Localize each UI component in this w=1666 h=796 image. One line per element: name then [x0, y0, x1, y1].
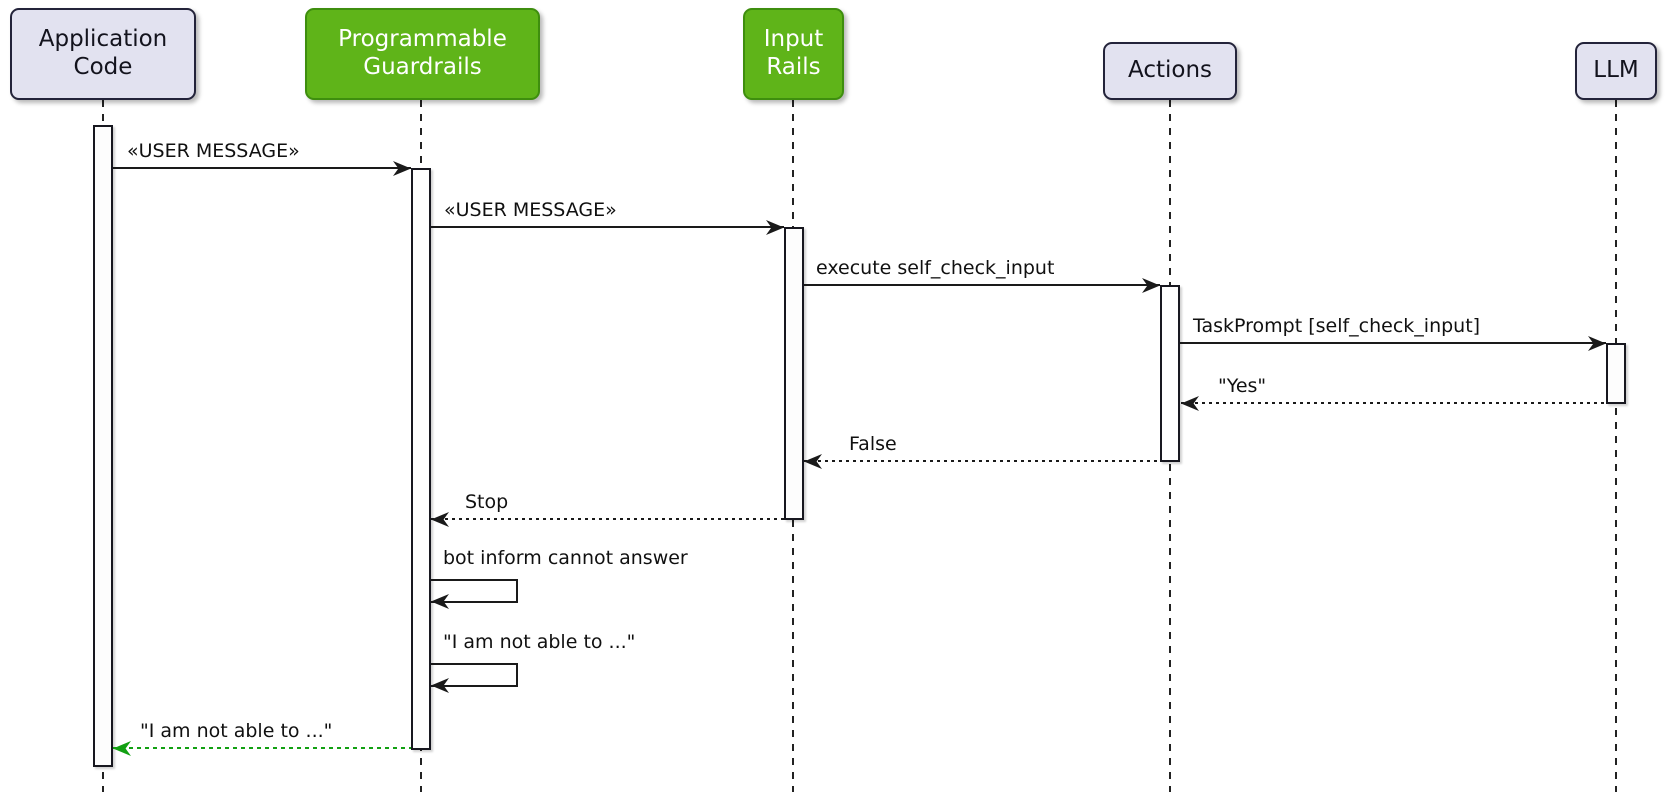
message-label: "I am not able to ..." [443, 631, 636, 653]
participant-label: Application Code [38, 26, 168, 80]
message-dotted-line-green [113, 747, 411, 749]
activation-bar-application-code [93, 125, 113, 767]
activation-bar-programmable-guardrails [411, 168, 431, 750]
message-dotted-line [804, 460, 1160, 462]
message-label: execute self_check_input [816, 257, 1055, 279]
activation-bar-actions [1160, 285, 1180, 462]
activation-bar-llm [1606, 343, 1626, 404]
lifeline-llm [1615, 100, 1617, 792]
message-label: False [849, 433, 897, 455]
message-label: «USER MESSAGE» [444, 199, 617, 221]
message-line [431, 226, 784, 228]
message-dotted-line [1181, 402, 1606, 404]
participant-label: Actions [1127, 57, 1212, 84]
self-message-loop [431, 663, 518, 687]
message-label: bot inform cannot answer [443, 547, 688, 569]
message-line [113, 167, 411, 169]
participant-application-code: Application Code [10, 8, 196, 100]
message-label: TaskPrompt [self_check_input] [1193, 315, 1481, 337]
participant-label: Programmable Guardrails [338, 26, 507, 80]
self-message-loop [431, 579, 518, 603]
message-label: "I am not able to ..." [140, 720, 333, 742]
message-dotted-line [431, 518, 784, 520]
participant-label: Input Rails [763, 26, 824, 80]
message-label: «USER MESSAGE» [127, 140, 300, 162]
message-label: "Yes" [1218, 375, 1267, 397]
message-line [804, 284, 1160, 286]
participant-programmable-guardrails: Programmable Guardrails [305, 8, 540, 100]
participant-input-rails: Input Rails [743, 8, 844, 100]
participant-actions: Actions [1103, 42, 1237, 100]
participant-label: LLM [1593, 57, 1639, 84]
participant-llm: LLM [1575, 42, 1657, 100]
message-line [1180, 342, 1606, 344]
message-label: Stop [465, 491, 509, 513]
activation-bar-input-rails [784, 227, 804, 520]
